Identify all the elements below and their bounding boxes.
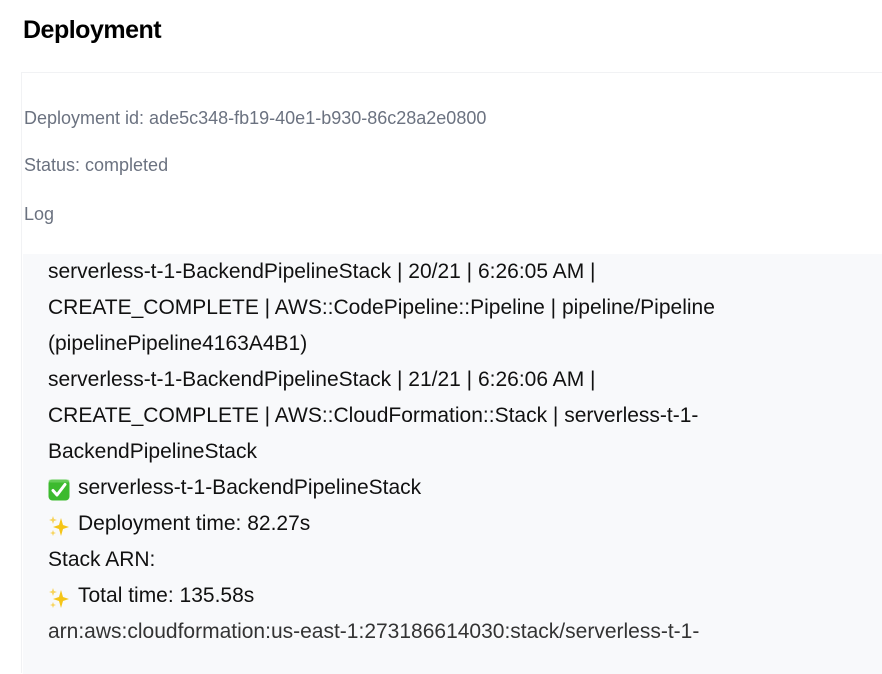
log-line-text: Deployment time: 82.27s [78, 512, 311, 535]
log-line-text: arn:aws:cloudformation:us-east-1:2731866… [48, 620, 700, 643]
log-line-text: Stack ARN: [48, 548, 156, 571]
log-line-text: Total time: 135.58s [78, 584, 255, 607]
log-line: CREATE_COMPLETE | AWS::CloudFormation::S… [48, 398, 848, 434]
log-line-text: CREATE_COMPLETE | AWS::CodePipeline::Pip… [48, 296, 715, 319]
log-line-text: serverless-t-1-BackendPipelineStack | 21… [48, 368, 596, 391]
log-line: serverless-t-1-BackendPipelineStack | 21… [48, 362, 848, 398]
log-lines: serverless-t-1-BackendPipelineStack | 20… [48, 254, 848, 650]
check-box-icon [48, 477, 70, 501]
sparkles-icon [48, 585, 70, 608]
deployment-id: Deployment id: ade5c348-fb19-40e1-b930-8… [24, 108, 487, 128]
log-line-success: serverless-t-1-BackendPipelineStack [48, 470, 848, 506]
log-line-text: serverless-t-1-BackendPipelineStack | 20… [48, 260, 596, 283]
log-line-text: CREATE_COMPLETE | AWS::CloudFormation::S… [48, 404, 699, 427]
deployment-status: Status: completed [24, 155, 169, 175]
log-line: Stack ARN: [48, 542, 848, 578]
log-line-total-time: Total time: 135.58s [48, 578, 848, 614]
log-label: Log [24, 204, 55, 224]
log-line: (pipelinePipeline4163A4B1) [48, 326, 848, 362]
log-line: serverless-t-1-BackendPipelineStack | 20… [48, 254, 848, 290]
log-line-text: serverless-t-1-BackendPipelineStack [78, 476, 422, 499]
page-title: Deployment [23, 16, 162, 44]
log-output[interactable]: serverless-t-1-BackendPipelineStack | 20… [23, 254, 882, 674]
log-line-text: BackendPipelineStack [48, 440, 257, 463]
log-line-deployment-time: Deployment time: 82.27s [48, 506, 848, 542]
log-line: BackendPipelineStack [48, 434, 848, 470]
log-line-text: (pipelinePipeline4163A4B1) [48, 332, 308, 355]
sparkles-icon [48, 513, 70, 536]
log-line-stack-arn: arn:aws:cloudformation:us-east-1:2731866… [48, 614, 848, 650]
deployment-card: Deployment id: ade5c348-fb19-40e1-b930-8… [21, 72, 882, 674]
log-line: CREATE_COMPLETE | AWS::CodePipeline::Pip… [48, 290, 848, 326]
